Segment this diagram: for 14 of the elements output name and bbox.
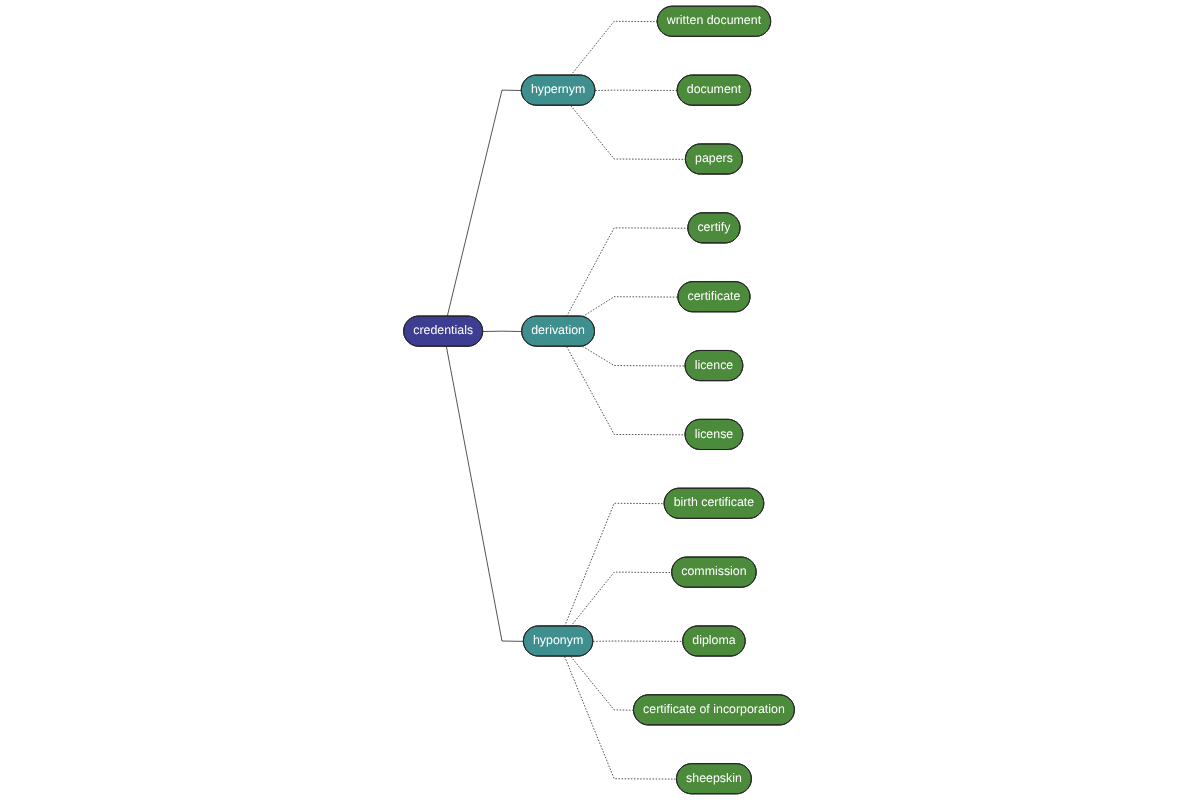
connector: [567, 227, 690, 317]
connector: [447, 346, 526, 642]
connector: [565, 656, 679, 780]
connector: [447, 89, 524, 317]
connector: [571, 20, 659, 76]
connector: [583, 345, 687, 367]
connector: [571, 105, 688, 160]
connector: [565, 502, 666, 627]
connector: [483, 330, 524, 332]
connector: [571, 571, 674, 627]
connector: [583, 296, 680, 318]
connector: [593, 640, 685, 642]
connector: [595, 89, 679, 91]
connector: [567, 346, 687, 436]
